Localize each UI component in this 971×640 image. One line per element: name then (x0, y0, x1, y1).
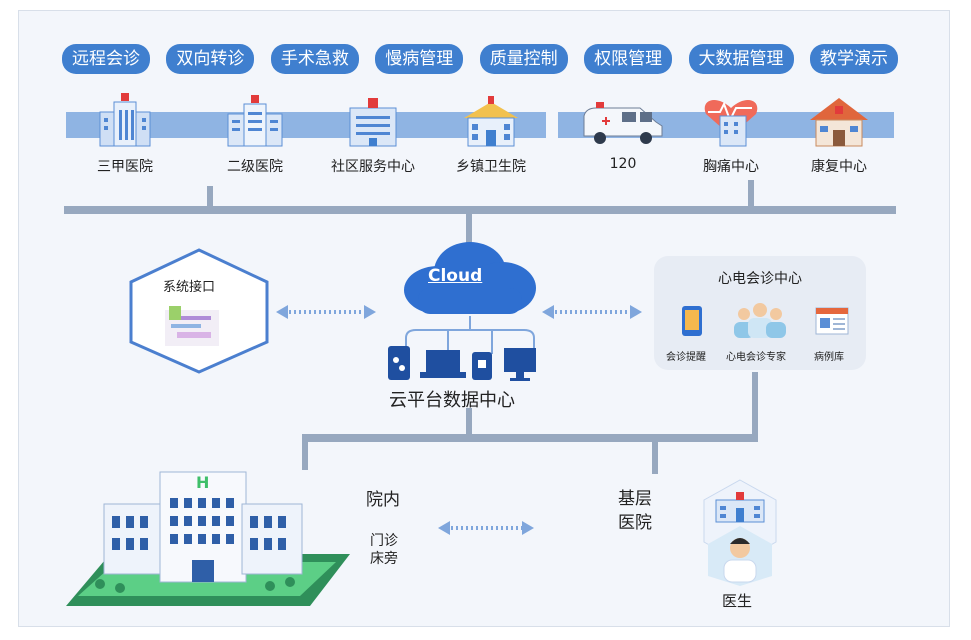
connector-drop-right (748, 180, 754, 208)
hospital-building-icon: H (66, 471, 350, 606)
inhouse-title: 院内 (366, 490, 400, 510)
connector-cloud-down (466, 408, 472, 440)
double-arrow-icon (542, 305, 642, 319)
cloud-label: Cloud (428, 266, 483, 286)
service-pill: 权限管理 (584, 44, 673, 74)
service-pill: 双向转诊 (166, 44, 255, 74)
ecg-center-title: 心电会诊中心 (718, 271, 802, 287)
service-pill: 教学演示 (809, 44, 898, 74)
interface-hexagon-icon (129, 248, 269, 374)
connector-drop-primary (652, 440, 658, 474)
primary-hospital-label-line2: 医院 (618, 513, 652, 533)
interface-label: 系统接口 (163, 280, 216, 295)
community-center-icon (349, 98, 397, 147)
double-arrow-icon (276, 305, 376, 319)
ecg-center-panel: 心电会诊中心 会诊提醒 心电会诊专家 病例库 (654, 256, 866, 370)
connector-drop-inhouse (302, 440, 308, 470)
svg-text:H: H (196, 473, 209, 492)
phone-reminder-icon (682, 306, 702, 336)
devices-icon (388, 346, 536, 381)
rehab-center-icon (810, 98, 868, 147)
primary-hospital-label-line1: 基层 (618, 489, 652, 509)
facility-label: 120 (609, 156, 637, 172)
ambulance-icon (583, 102, 663, 144)
facility-label: 胸痛中心 (703, 159, 759, 175)
case-library-icon (815, 307, 849, 335)
service-pill: 质量控制 (479, 44, 568, 74)
hospital-large-icon (99, 93, 151, 147)
data-center-label: 云平台数据中心 (389, 390, 515, 411)
ecg-item-label: 病例库 (814, 352, 844, 363)
cloud-branches (405, 316, 535, 354)
hospital-medium-icon (227, 95, 283, 147)
service-pill: 远程会诊 (62, 44, 150, 74)
connector-drop-left (207, 186, 213, 208)
facility-label: 社区服务中心 (331, 159, 415, 175)
primary-hospital-doctor-icon (703, 479, 777, 586)
facility-label: 乡镇卫生院 (456, 159, 526, 175)
service-pill: 慢病管理 (375, 44, 464, 74)
connector-bottom-bus (302, 434, 758, 442)
facility-label: 康复中心 (811, 159, 867, 175)
ecg-item-label: 心电会诊专家 (726, 352, 786, 363)
ecg-item-label: 会诊提醒 (666, 352, 706, 363)
inhouse-item: 门诊 (370, 533, 398, 549)
inhouse-item: 床旁 (370, 551, 398, 567)
connector-panel-down (752, 372, 758, 440)
service-pill-row: 远程会诊 双向转诊 手术急救 慢病管理 质量控制 权限管理 大数据管理 教学演示 (62, 44, 898, 74)
connector-cloud-up (466, 212, 472, 244)
doctor-label: 医生 (722, 592, 753, 610)
facility-label: 二级医院 (227, 159, 283, 175)
experts-icon (734, 303, 786, 338)
facility-label: 三甲医院 (97, 159, 153, 175)
service-pill: 大数据管理 (688, 44, 794, 74)
double-arrow-icon (438, 521, 534, 535)
cloud-icon (404, 242, 536, 314)
connector-top-bus (64, 206, 896, 214)
township-clinic-icon (464, 96, 518, 147)
service-pill: 手术急救 (270, 44, 359, 74)
chest-pain-center-icon (704, 100, 758, 147)
